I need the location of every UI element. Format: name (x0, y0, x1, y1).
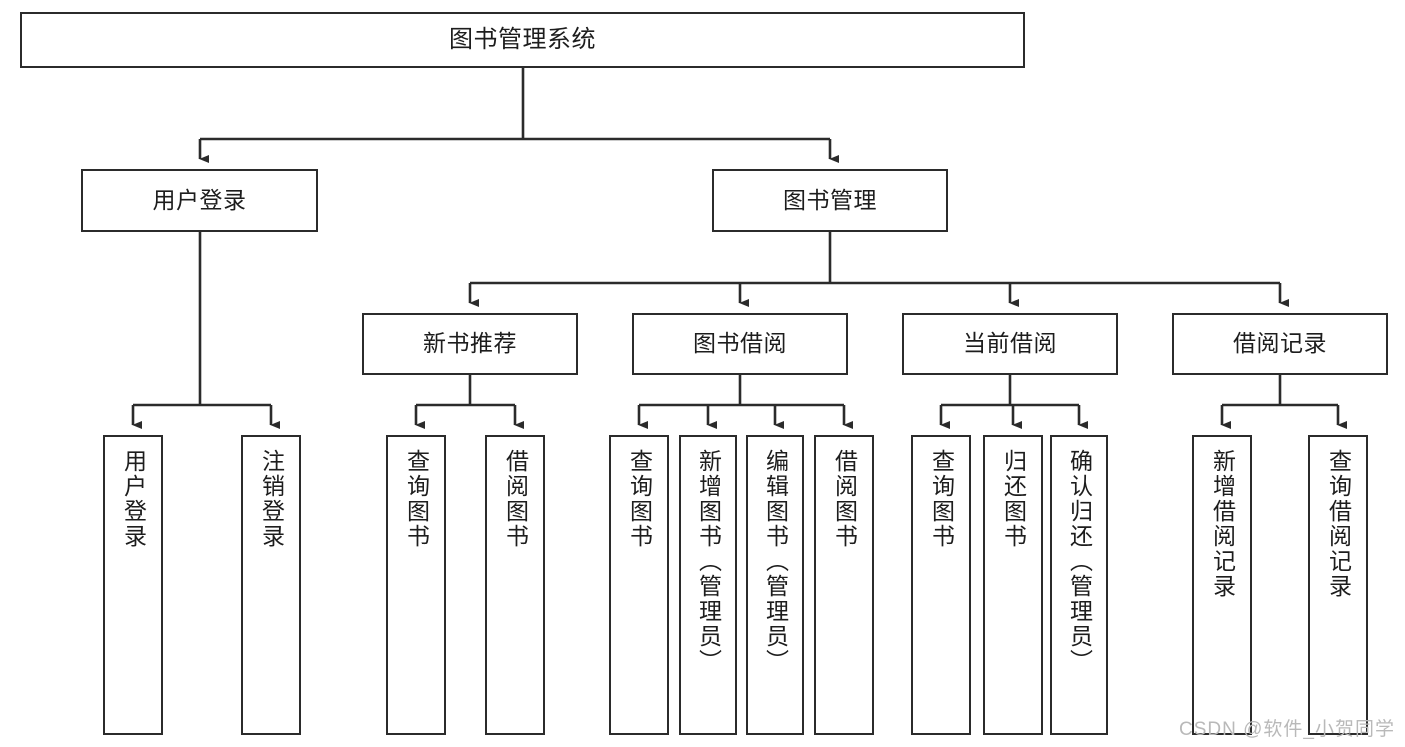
node-label: 新书推荐 (423, 330, 517, 357)
node-root[interactable]: 图书管理系统 (20, 12, 1025, 68)
watermark: CSDN @软件_小贺同学 (1179, 719, 1395, 740)
node-current[interactable]: 当前借阅 (902, 313, 1118, 375)
node-login[interactable]: 用户登录 (81, 169, 318, 232)
node-label: 当前借阅 (963, 330, 1057, 357)
node-leaf-bw-borrow[interactable]: 借阅图书 (814, 435, 874, 735)
node-label: 确认归还（管理员） (1066, 449, 1093, 674)
node-label: 用户登录 (152, 186, 247, 213)
node-newbook[interactable]: 新书推荐 (362, 313, 578, 375)
node-label: 新增借阅记录 (1209, 449, 1236, 599)
node-label: 图书管理 (783, 186, 877, 213)
node-label: 用户登录 (120, 449, 147, 549)
node-label: 图书管理系统 (449, 25, 596, 53)
node-leaf-logout[interactable]: 注销登录 (241, 435, 301, 735)
node-label: 归还图书 (1000, 449, 1027, 549)
node-label: 新增图书（管理员） (695, 449, 722, 674)
node-label: 查询借阅记录 (1325, 449, 1352, 599)
node-label: 借阅记录 (1233, 330, 1327, 357)
node-leaf-bw-query[interactable]: 查询图书 (609, 435, 669, 735)
node-leaf-cur-query[interactable]: 查询图书 (911, 435, 971, 735)
node-leaf-nb-borrow[interactable]: 借阅图书 (485, 435, 545, 735)
node-records[interactable]: 借阅记录 (1172, 313, 1388, 375)
node-label: 借阅图书 (831, 449, 858, 549)
node-label: 编辑图书（管理员） (762, 449, 789, 674)
node-label: 注销登录 (258, 449, 285, 549)
node-leaf-nb-query[interactable]: 查询图书 (386, 435, 446, 735)
node-label: 图书借阅 (693, 330, 787, 357)
node-leaf-bw-add[interactable]: 新增图书（管理员） (679, 435, 737, 735)
node-leaf-login[interactable]: 用户登录 (103, 435, 163, 735)
node-label: 借阅图书 (502, 449, 529, 549)
node-label: 查询图书 (928, 449, 955, 549)
node-leaf-bw-edit[interactable]: 编辑图书（管理员） (746, 435, 804, 735)
node-bookmgmt[interactable]: 图书管理 (712, 169, 948, 232)
node-leaf-rec-add[interactable]: 新增借阅记录 (1192, 435, 1252, 735)
node-leaf-cur-return[interactable]: 归还图书 (983, 435, 1043, 735)
node-label: 查询图书 (626, 449, 653, 549)
node-borrow[interactable]: 图书借阅 (632, 313, 848, 375)
node-label: 查询图书 (403, 449, 430, 549)
node-leaf-rec-query[interactable]: 查询借阅记录 (1308, 435, 1368, 735)
node-leaf-cur-confirm[interactable]: 确认归还（管理员） (1050, 435, 1108, 735)
